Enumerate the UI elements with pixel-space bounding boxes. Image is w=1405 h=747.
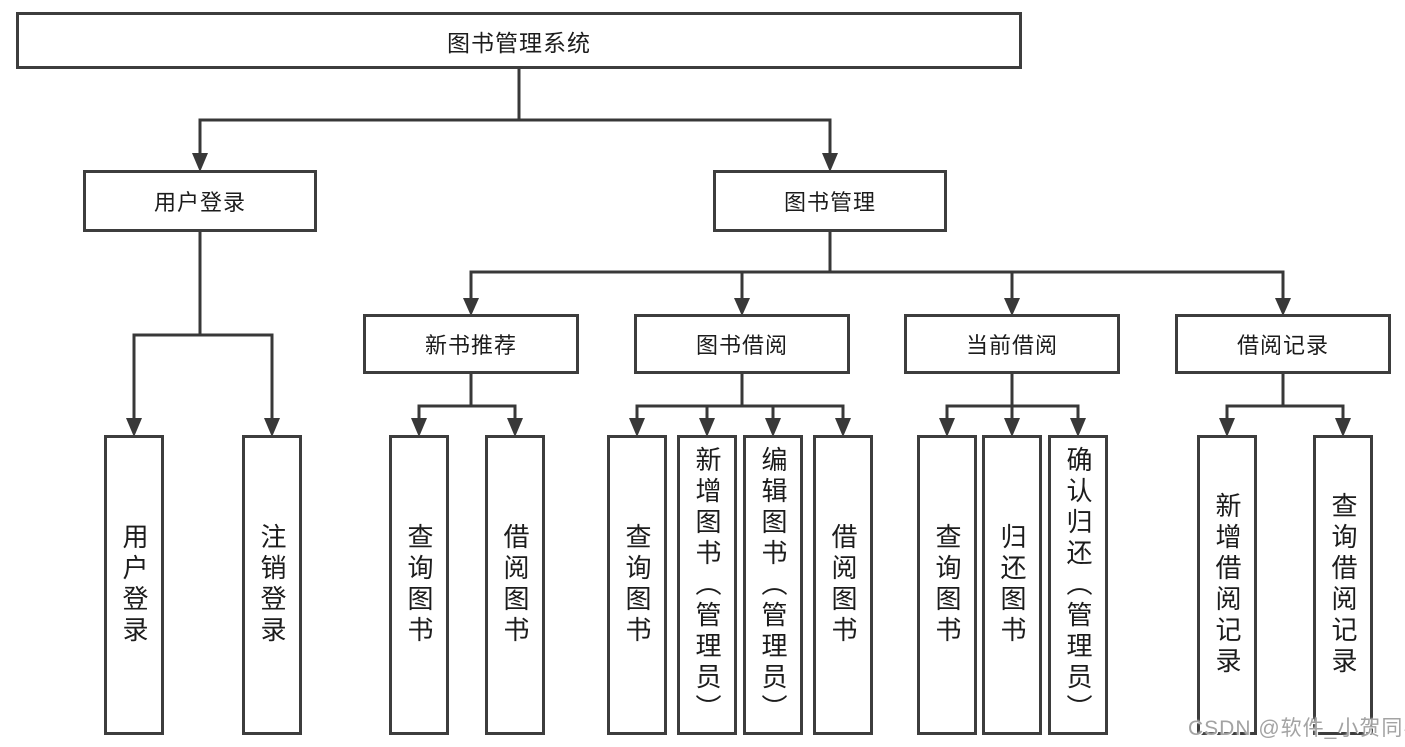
leaf-confirm-return-admin-label: 确认归还（管理员） — [1063, 445, 1093, 725]
leaf-add-books-admin-label: 新增图书（管理员） — [692, 445, 722, 725]
leaf-recommend-query-books: 查询图书 — [389, 435, 449, 735]
leaf-query-borrow-record-label: 查询借阅记录 — [1328, 492, 1358, 678]
leaf-edit-books-admin: 编辑图书（管理员） — [743, 435, 803, 735]
leaf-borrow-query-books: 查询图书 — [607, 435, 667, 735]
leaf-return-books-label: 归还图书 — [997, 523, 1027, 647]
leaf-borrow-books-label: 借阅图书 — [828, 523, 858, 647]
leaf-return-books: 归还图书 — [982, 435, 1042, 735]
leaf-borrow-books: 借阅图书 — [813, 435, 873, 735]
node-book-management-label: 图书管理 — [783, 190, 876, 215]
leaf-add-books-admin: 新增图书（管理员） — [677, 435, 737, 735]
leaf-user-login-label: 用户登录 — [119, 523, 149, 647]
leaf-query-borrow-record: 查询借阅记录 — [1313, 435, 1373, 735]
arrowheads — [126, 153, 1351, 437]
leaf-logout-label: 注销登录 — [257, 523, 287, 647]
leaf-add-borrow-record-label: 新增借阅记录 — [1212, 492, 1242, 678]
node-book-borrow-label: 图书借阅 — [695, 333, 788, 358]
leaf-logout: 注销登录 — [242, 435, 302, 735]
node-book-management: 图书管理 — [713, 170, 947, 232]
node-user-login-label: 用户登录 — [153, 190, 246, 215]
node-root: 图书管理系统 — [16, 12, 1022, 69]
leaf-recommend-borrow-books-label: 借阅图书 — [500, 523, 530, 647]
node-new-book-recommend-label: 新书推荐 — [424, 333, 517, 358]
leaf-user-login: 用户登录 — [104, 435, 164, 735]
node-borrow-records-label: 借阅记录 — [1236, 333, 1329, 358]
node-user-login: 用户登录 — [83, 170, 317, 232]
leaf-current-query-books: 查询图书 — [917, 435, 977, 735]
leaf-confirm-return-admin: 确认归还（管理员） — [1048, 435, 1108, 735]
node-current-borrow-label: 当前借阅 — [965, 333, 1058, 358]
node-current-borrow: 当前借阅 — [904, 314, 1120, 374]
csdn-watermark: CSDN @软件_小贺同学 — [1188, 717, 1405, 740]
node-new-book-recommend: 新书推荐 — [363, 314, 579, 374]
leaf-recommend-query-books-label: 查询图书 — [404, 523, 434, 647]
node-borrow-records: 借阅记录 — [1175, 314, 1391, 374]
leaf-current-query-books-label: 查询图书 — [932, 523, 962, 647]
leaf-edit-books-admin-label: 编辑图书（管理员） — [758, 445, 788, 725]
leaf-add-borrow-record: 新增借阅记录 — [1197, 435, 1257, 735]
node-root-label: 图书管理系统 — [447, 29, 591, 56]
node-book-borrow: 图书借阅 — [634, 314, 850, 374]
leaf-borrow-query-books-label: 查询图书 — [622, 523, 652, 647]
leaf-recommend-borrow-books: 借阅图书 — [485, 435, 545, 735]
